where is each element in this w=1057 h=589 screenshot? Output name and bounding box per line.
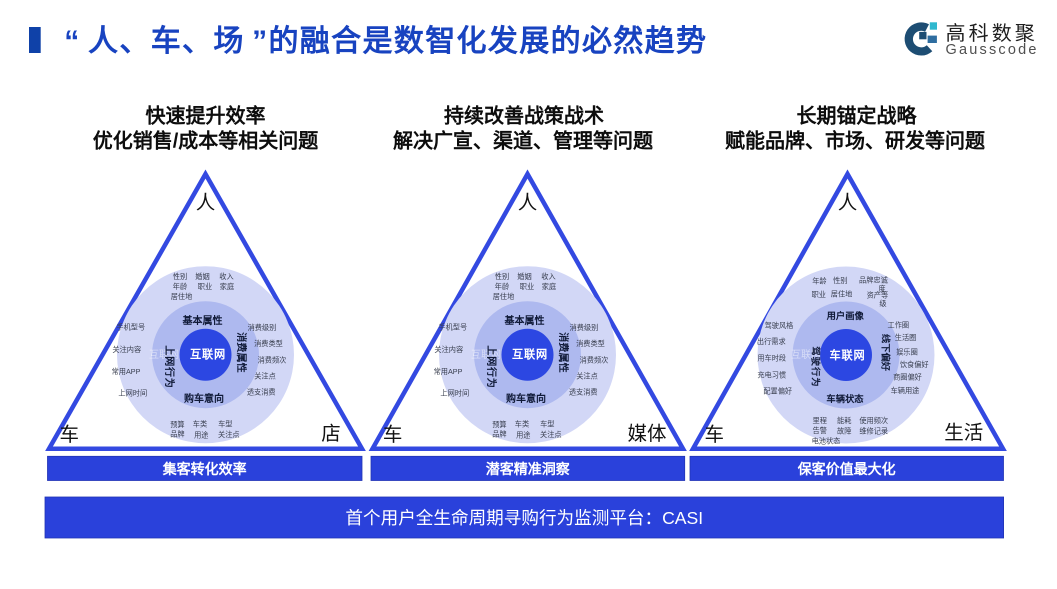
svg-text:消费类型: 消费类型 (254, 339, 283, 348)
svg-text:驾驶行为: 驾驶行为 (810, 346, 821, 387)
svg-text:互联网: 互联网 (791, 349, 821, 361)
svg-text:婚姻: 婚姻 (195, 272, 209, 281)
svg-text:透支消费: 透支消费 (247, 387, 276, 396)
svg-text:收入: 收入 (219, 272, 233, 281)
svg-text:性别: 性别 (833, 276, 847, 285)
svg-text:人: 人 (518, 192, 538, 214)
svg-text:手机型号: 手机型号 (116, 323, 145, 332)
svg-text:年龄: 年龄 (812, 277, 826, 286)
svg-text:配置偏好: 配置偏好 (763, 387, 792, 396)
svg-text:集客转化效率: 集客转化效率 (162, 461, 247, 477)
svg-text:关注点: 关注点 (218, 430, 240, 439)
svg-text:车类: 车类 (193, 420, 207, 429)
svg-text:消费频次: 消费频次 (258, 355, 287, 364)
svg-text:职业: 职业 (198, 282, 212, 291)
svg-text:高科数聚: 高科数聚 (946, 22, 1038, 45)
svg-text:故障: 故障 (837, 427, 851, 436)
svg-text:驾驶风格: 驾驶风格 (765, 321, 795, 330)
svg-text:商圈偏好: 商圈偏好 (893, 373, 922, 382)
svg-text:车: 车 (704, 424, 724, 446)
svg-text:品牌: 品牌 (170, 430, 184, 439)
svg-text:出行需求: 出行需求 (757, 337, 786, 346)
svg-text:用户画像: 用户画像 (826, 310, 865, 321)
svg-text:资产等: 资产等 (867, 291, 889, 300)
svg-text:车: 车 (59, 424, 79, 446)
svg-text:“ 人、车、场 ”的融合是数智化发展的必然趋势: “ 人、车、场 ”的融合是数智化发展的必然趋势 (64, 24, 707, 58)
svg-text:关注点: 关注点 (254, 372, 276, 381)
svg-text:保客价值最大化: 保客价值最大化 (797, 461, 896, 477)
svg-text:赋能品牌、市场、研发等问题: 赋能品牌、市场、研发等问题 (725, 128, 986, 152)
svg-text:车辆状态: 车辆状态 (826, 393, 864, 404)
svg-text:居住地: 居住地 (171, 292, 193, 301)
svg-text:人: 人 (838, 192, 858, 214)
svg-text:互联网: 互联网 (190, 347, 226, 361)
svg-text:车联网: 车联网 (830, 348, 866, 362)
svg-text:里程: 里程 (813, 416, 827, 425)
svg-text:上网行为: 上网行为 (163, 345, 176, 388)
svg-text:常用APP: 常用APP (112, 367, 141, 376)
svg-text:基本属性: 基本属性 (182, 314, 223, 327)
svg-text:店: 店 (321, 423, 341, 445)
svg-text:职业: 职业 (812, 290, 826, 299)
svg-text:购车意向: 购车意向 (184, 392, 224, 405)
svg-text:媒体: 媒体 (627, 423, 666, 445)
svg-text:居住地: 居住地 (831, 290, 853, 299)
svg-text:快速提升效率: 快速提升效率 (146, 104, 266, 128)
svg-text:性别: 性别 (173, 272, 187, 281)
svg-text:生活: 生活 (944, 422, 983, 444)
svg-text:饮食偏好: 饮食偏好 (900, 360, 929, 369)
svg-text:使用频次: 使用频次 (859, 416, 888, 425)
svg-text:Gausscode: Gausscode (946, 42, 1039, 58)
svg-text:工作圈: 工作圈 (888, 320, 910, 329)
svg-text:互联网: 互联网 (149, 349, 179, 361)
svg-text:生活圈: 生活圈 (895, 333, 917, 342)
svg-text:能耗: 能耗 (837, 416, 851, 425)
svg-text:预算: 预算 (170, 420, 184, 429)
svg-text:上网时间: 上网时间 (118, 388, 147, 397)
svg-text:电池状态: 电池状态 (812, 436, 841, 445)
svg-text:娱乐圈: 娱乐圈 (896, 348, 918, 357)
svg-text:持续改善战策战术: 持续改善战策战术 (444, 104, 604, 128)
svg-text:告警: 告警 (813, 426, 827, 435)
svg-text:人: 人 (196, 192, 216, 214)
svg-text:优化销售/成本等相关问题: 优化销售/成本等相关问题 (93, 128, 320, 152)
svg-text:消费级别: 消费级别 (248, 323, 277, 332)
svg-text:品牌忠诚: 品牌忠诚 (859, 276, 888, 285)
svg-text:解决广宣、渠道、管理等问题: 解决广宣、渠道、管理等问题 (393, 128, 654, 152)
svg-text:维修记录: 维修记录 (859, 427, 888, 436)
svg-text:级: 级 (879, 299, 886, 308)
svg-text:车: 车 (383, 424, 403, 446)
svg-text:用途: 用途 (194, 431, 208, 440)
svg-text:关注内容: 关注内容 (112, 345, 141, 354)
svg-text:长期锚定战略: 长期锚定战略 (797, 104, 918, 128)
svg-text:度: 度 (878, 284, 885, 293)
svg-text:车辆用途: 车辆用途 (891, 386, 920, 395)
svg-text:用车时段: 用车时段 (757, 353, 786, 362)
svg-text:线下偏好: 线下偏好 (881, 334, 892, 372)
svg-text:潜客精准洞察: 潜客精准洞察 (486, 461, 571, 477)
svg-text:年龄: 年龄 (173, 282, 187, 291)
svg-text:车型: 车型 (218, 420, 232, 429)
svg-text:充电习惯: 充电习惯 (757, 370, 786, 379)
svg-text:家庭: 家庭 (220, 282, 234, 291)
svg-text:消费属性: 消费属性 (235, 332, 248, 372)
svg-text:首个用户全生命周期寻购行为监测平台：CASI: 首个用户全生命周期寻购行为监测平台：CASI (345, 508, 703, 528)
